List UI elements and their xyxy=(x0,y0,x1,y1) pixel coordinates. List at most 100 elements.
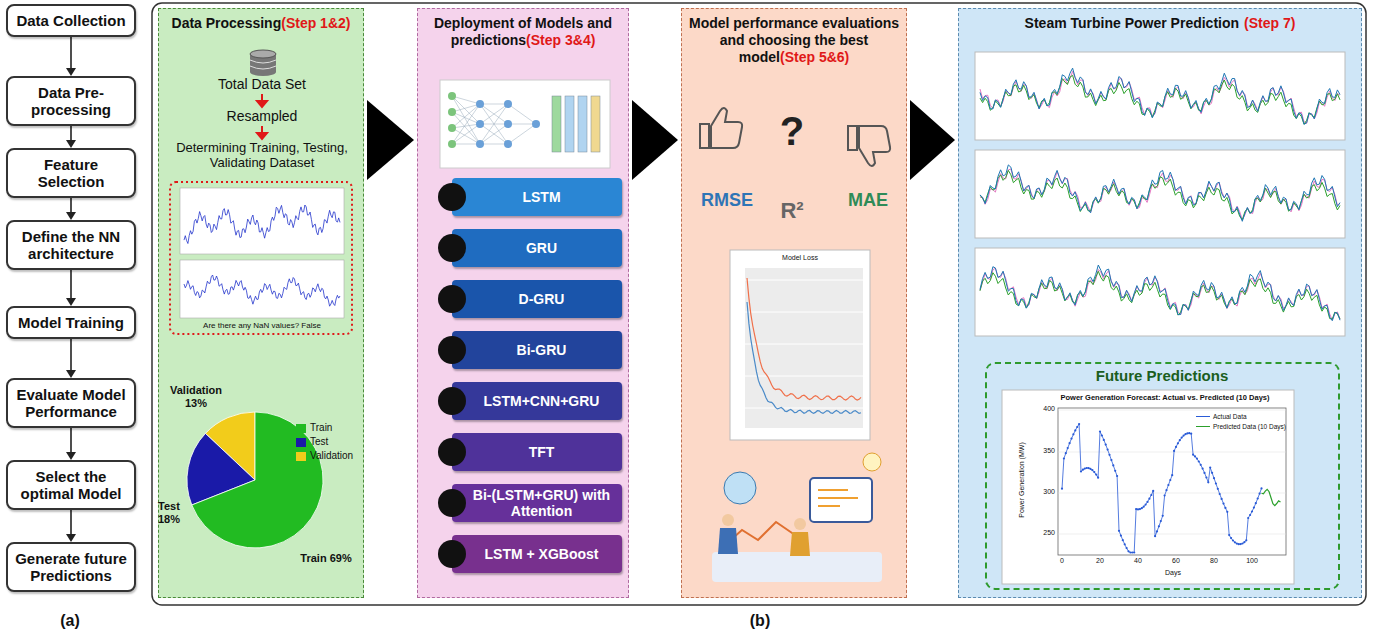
data-dot xyxy=(1194,455,1196,457)
nn-neuron xyxy=(476,140,484,148)
connector xyxy=(632,100,678,180)
red-arrow xyxy=(261,94,263,102)
node-text: Bi-(LSTM+GRU) with Attention xyxy=(470,487,614,519)
db-ring xyxy=(250,60,276,69)
forecast-lines xyxy=(1058,410,1286,554)
data-dot xyxy=(1200,464,1202,466)
data-dot xyxy=(1186,432,1188,434)
data-dot xyxy=(1179,439,1181,441)
bullet-circle xyxy=(438,183,466,211)
data-dot xyxy=(1260,487,1262,489)
label-text: (b) xyxy=(736,612,784,630)
node-text: Generate future Predictions xyxy=(12,550,130,584)
process-box: Evaluate Model Performance xyxy=(6,378,136,428)
step-panel: Data Processing(Step 1&2) xyxy=(158,8,364,598)
pie-slice xyxy=(192,412,323,548)
data-dot xyxy=(1084,468,1086,470)
data-dot xyxy=(1099,430,1101,432)
node-text: Future Predictions xyxy=(987,364,1338,384)
data-dot xyxy=(1209,467,1211,469)
data-dot xyxy=(1217,488,1219,490)
legend-row: Predicted Data (10 Days) xyxy=(1196,422,1286,431)
grid-line xyxy=(745,408,863,409)
db-bottom xyxy=(250,68,276,76)
data-dot xyxy=(1160,520,1162,522)
block-arrow xyxy=(910,100,955,180)
data-dot xyxy=(1067,447,1069,449)
model-bar: GRU xyxy=(452,229,622,267)
model-bar: Bi-GRU xyxy=(452,331,622,369)
nn-link xyxy=(452,144,480,145)
label-text: Total Data Set xyxy=(192,76,332,92)
dotted-frame xyxy=(170,182,352,334)
data-line xyxy=(980,170,1340,219)
label-text: Model Loss xyxy=(730,254,870,262)
block-arrow xyxy=(632,100,678,180)
data-dot xyxy=(1221,498,1223,500)
data-dot xyxy=(1072,433,1074,435)
data-dot xyxy=(1245,539,1247,541)
bullet-circle xyxy=(438,234,466,262)
person-body xyxy=(790,532,810,556)
connector xyxy=(66,126,76,148)
model-bar: D-GRU xyxy=(452,280,622,318)
data-dot xyxy=(1232,539,1234,541)
data-line xyxy=(980,265,1340,321)
nn-link xyxy=(480,104,508,144)
data-dot xyxy=(1175,446,1177,448)
bullet-circle xyxy=(438,438,466,466)
nn-link xyxy=(452,124,480,128)
data-dot xyxy=(1154,535,1156,537)
data-dot xyxy=(1181,437,1183,439)
nn-layer xyxy=(552,96,561,152)
data-dot xyxy=(1089,468,1091,470)
connector-line xyxy=(70,339,72,371)
nn-link xyxy=(452,96,480,144)
data-dot xyxy=(1183,435,1185,437)
pie-slice xyxy=(205,412,255,480)
label-text: (a) xyxy=(46,612,94,630)
loss-line xyxy=(747,302,861,413)
data-dot xyxy=(1257,497,1259,499)
nn-link xyxy=(452,104,480,144)
legend-swatch xyxy=(296,452,306,461)
label-text: 250 xyxy=(1030,529,1055,537)
nn-link xyxy=(480,104,508,144)
data-dot xyxy=(1219,493,1221,495)
data-line xyxy=(980,71,1340,123)
person-head xyxy=(794,518,806,530)
label-text: MAE xyxy=(836,190,900,211)
data-dot xyxy=(1076,426,1078,428)
data-dot xyxy=(1078,423,1080,425)
chart-lines xyxy=(980,68,1340,321)
data-dot xyxy=(1063,457,1065,459)
data-dot xyxy=(1249,514,1251,516)
data-dot xyxy=(1165,489,1167,491)
data-dot xyxy=(1234,541,1236,543)
line-chart xyxy=(975,248,1345,336)
connector-line xyxy=(70,126,72,141)
data-dot xyxy=(1188,432,1190,434)
data-dot xyxy=(1156,530,1158,532)
loss-plot-area xyxy=(745,268,863,428)
legend-text: Test xyxy=(310,436,328,448)
node-text: Define the NN architecture xyxy=(12,228,130,262)
block-arrow xyxy=(367,100,414,180)
node-text: Data Pre-processing xyxy=(12,84,130,118)
db-body xyxy=(250,54,276,72)
data-dot xyxy=(1101,434,1103,436)
data-dot xyxy=(1112,464,1114,466)
label-text: RMSE xyxy=(692,190,762,211)
data-dot xyxy=(1177,442,1179,444)
data-dot xyxy=(1196,458,1198,460)
data-line xyxy=(980,165,1340,221)
nn-link xyxy=(452,128,480,144)
connector xyxy=(66,198,76,220)
grid-line xyxy=(745,376,863,377)
red-arrowhead xyxy=(257,133,267,139)
grid-line xyxy=(1058,493,1286,494)
data-dot xyxy=(1205,476,1207,478)
data-dot xyxy=(1065,452,1067,454)
badge xyxy=(863,453,881,471)
nn-link xyxy=(480,124,508,144)
